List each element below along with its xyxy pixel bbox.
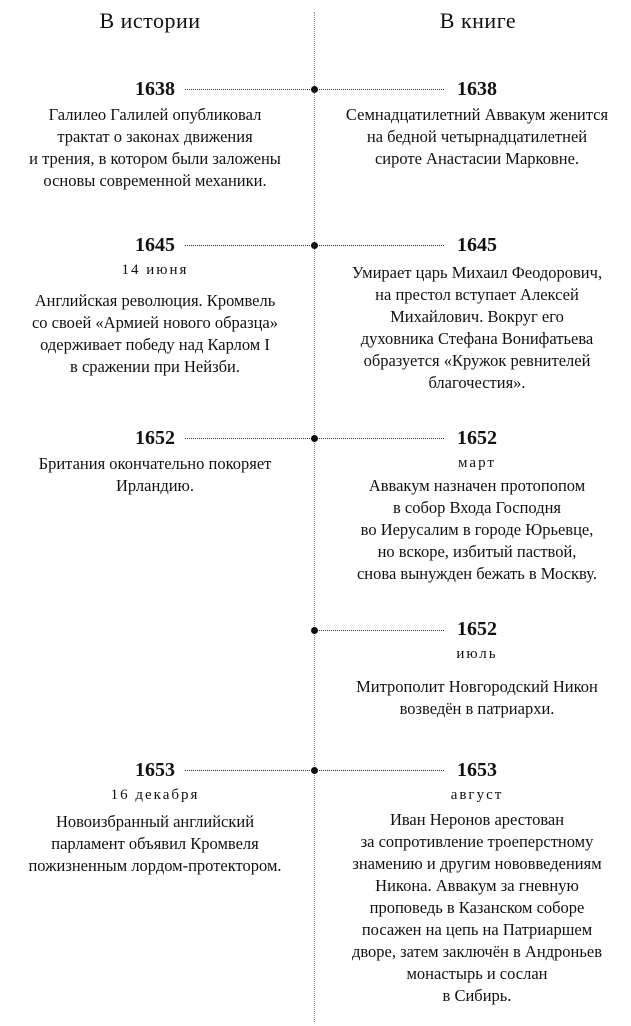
- event-year: 1638: [457, 78, 497, 100]
- connector-line: [314, 245, 444, 246]
- history-event: 1645 14 июня Английская революция. Кромв…: [0, 232, 310, 378]
- event-text: Аввакум назначен протопопом в собор Вход…: [356, 476, 598, 583]
- connector-line: [185, 245, 314, 246]
- connector-line: [185, 438, 314, 439]
- timeline-dot: [311, 435, 318, 442]
- connector-line: [314, 630, 444, 631]
- event-text: Умирает царь Михаил Феодорович, на прест…: [351, 263, 603, 392]
- event-year: 1645: [135, 234, 175, 256]
- connector-line: [185, 89, 314, 90]
- connector-line: [185, 770, 314, 771]
- connector-line: [314, 89, 444, 90]
- book-event: 1652 июль Митрополит Новгородский Никон …: [322, 616, 631, 720]
- event-date: 14 июня: [121, 262, 189, 278]
- timeline-dot: [311, 767, 318, 774]
- history-column-title: В истории: [99, 8, 201, 33]
- event-text: Британия окончательно покоряет Ирландию.: [38, 454, 272, 495]
- event-year: 1653: [457, 759, 497, 781]
- book-event: 1638 Семнадцатилетний Аввакум женится на…: [322, 76, 631, 170]
- event-year: 1638: [135, 78, 175, 100]
- book-event: 1645 Умирает царь Михаил Феодорович, на …: [322, 232, 631, 394]
- event-text: Галилео Галилей опубликовал трактат о за…: [29, 105, 281, 190]
- history-event: 1653 16 декабря Новоизбранный английский…: [0, 757, 310, 877]
- timeline-dot: [311, 86, 318, 93]
- timeline-dot: [311, 242, 318, 249]
- book-event: 1652 март Аввакум назначен протопопом в …: [322, 425, 631, 585]
- event-year: 1652: [457, 618, 497, 640]
- connector-line: [314, 438, 444, 439]
- book-column-title: В книге: [439, 8, 517, 33]
- history-event: 1638 Галилео Галилей опубликовал трактат…: [0, 76, 310, 192]
- event-date: июль: [456, 646, 498, 662]
- event-date: март: [458, 455, 496, 471]
- event-year: 1652: [457, 427, 497, 449]
- event-date: август: [450, 787, 504, 803]
- timeline-dot: [311, 627, 318, 634]
- timeline-axis: [314, 12, 315, 1022]
- event-year: 1645: [457, 234, 497, 256]
- event-text: Семнадцатилетний Аввакум женится на бедн…: [345, 105, 609, 168]
- connector-line: [314, 770, 444, 771]
- event-text: Митрополит Новгородский Никон возведён в…: [356, 677, 598, 718]
- event-text: Иван Неронов арестован за сопротивление …: [351, 810, 603, 1005]
- event-year: 1653: [135, 759, 175, 781]
- event-year: 1652: [135, 427, 175, 449]
- book-event: 1653 август Иван Неронов арестован за со…: [322, 757, 631, 1007]
- history-event: 1652 Британия окончательно покоряет Ирла…: [0, 425, 310, 497]
- event-text: Английская революция. Кромвель со своей …: [31, 291, 279, 376]
- event-date: 16 декабря: [110, 787, 200, 803]
- event-text: Новоизбранный английский парламент объяв…: [28, 812, 282, 875]
